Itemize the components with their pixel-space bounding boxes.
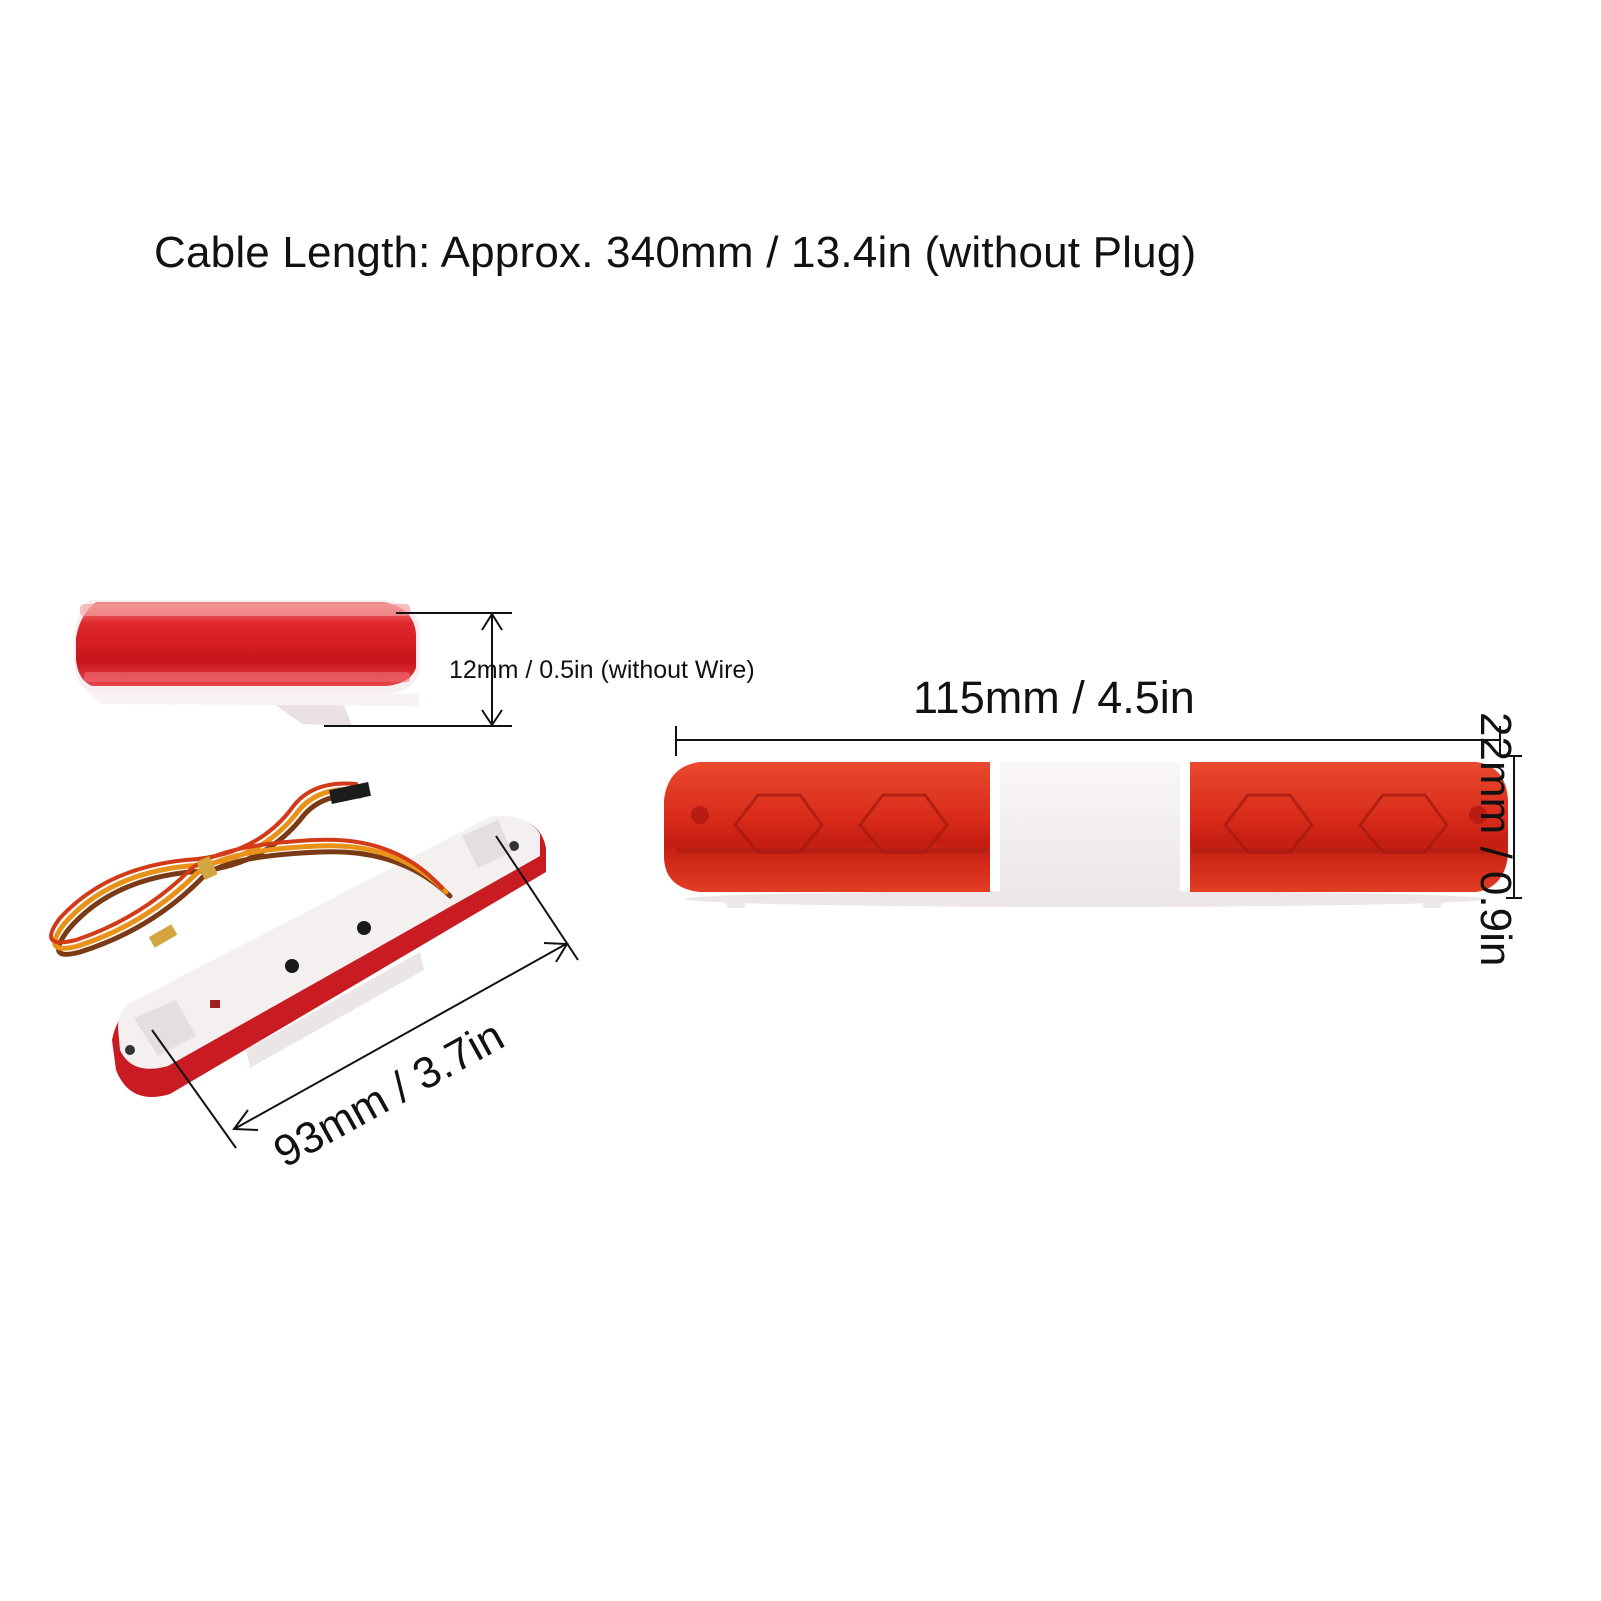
servo-plug-icon [328,781,372,805]
side-height-label: 12mm / 0.5in (without Wire) [449,656,755,684]
height-label: 22mm / 0.9in [1471,712,1520,967]
wire-harness [49,781,453,957]
side-view-light-bar [74,600,420,726]
front-dimension-lines [675,726,1522,899]
length-label: 115mm / 4.5in [913,672,1195,723]
front-view-light-bar [664,762,1508,908]
width-dimension-lines [151,835,579,1149]
cable-length-title: Cable Length: Approx. 340mm / 13.4in (wi… [154,228,1197,277]
side-height-dimension-lines [324,612,512,727]
